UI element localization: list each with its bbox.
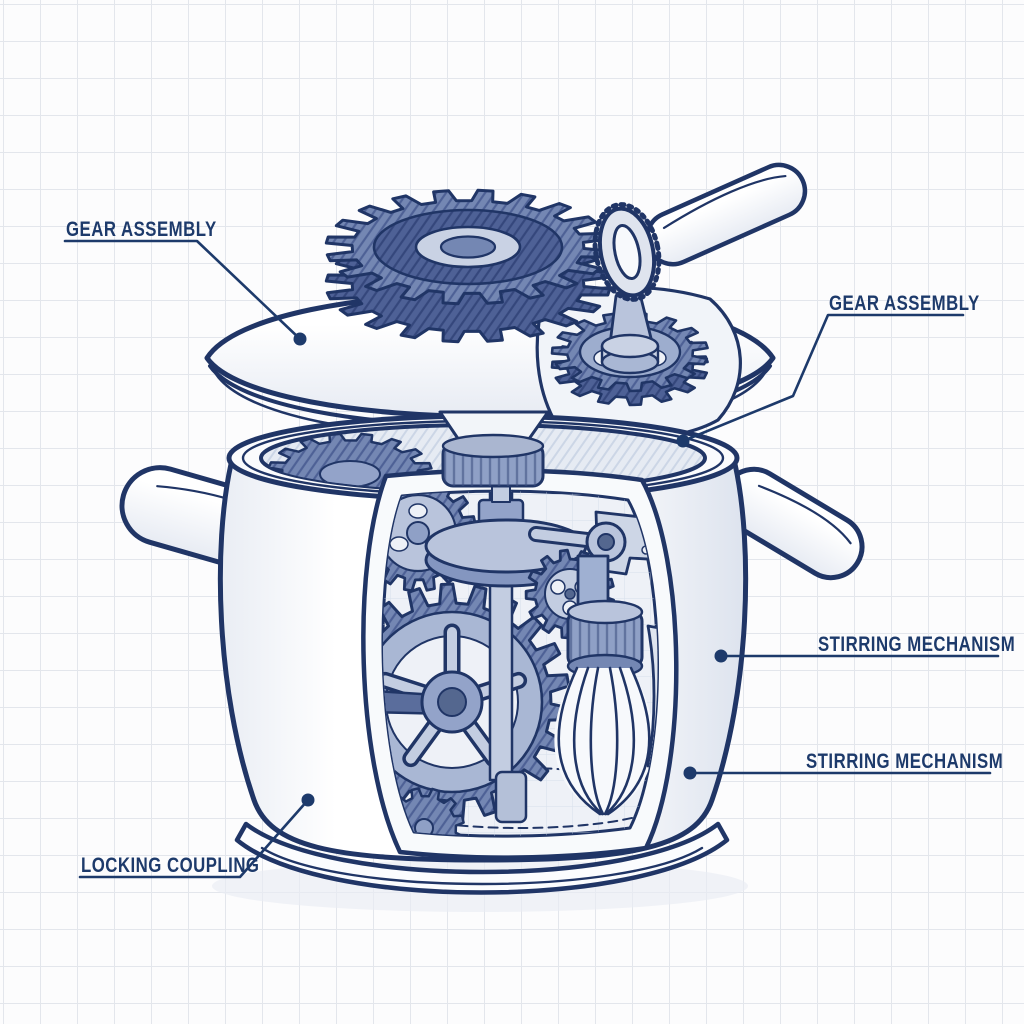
- whisk: [554, 666, 654, 816]
- locking-coupler: [438, 410, 550, 503]
- label-locking-coupling: LOCKING COUPLING: [81, 854, 259, 878]
- leader-gear-assembly-right: [681, 313, 965, 443]
- leader-dot: [676, 434, 690, 448]
- pot-base-inner-line: [260, 846, 704, 886]
- pot-lid-group: [204, 162, 808, 442]
- leader-dot: [293, 332, 307, 346]
- pot-group: [119, 410, 865, 895]
- lid-handle: [644, 162, 808, 267]
- label-text: GEAR ASSEMBLY: [66, 218, 217, 241]
- label-text: STIRRING MECHANISM: [806, 750, 1004, 773]
- label-stirring-mechanism-lower: STIRRING MECHANISM: [806, 750, 1003, 774]
- stirring-mechanism-interior: [382, 491, 658, 837]
- lid-crank-ring: [592, 202, 662, 302]
- label-gear-assembly-right: GEAR ASSEMBLY: [829, 292, 980, 316]
- label-text: LOCKING COUPLING: [81, 854, 260, 877]
- leader-gear-assembly-left: [63, 239, 302, 341]
- label-text: GEAR ASSEMBLY: [829, 292, 980, 315]
- whisk-collar: [566, 599, 644, 679]
- leader-lines: [63, 239, 1000, 879]
- shaft-foot: [494, 770, 528, 824]
- label-stirring-mechanism-upper: STIRRING MECHANISM: [818, 633, 1015, 657]
- leader-locking-coupling: [78, 798, 310, 879]
- label-gear-assembly-left: GEAR ASSEMBLY: [66, 218, 217, 242]
- leader-dot: [714, 649, 728, 663]
- lid-gear-large-bore: [439, 235, 497, 259]
- label-text: STIRRING MECHANISM: [818, 633, 1016, 656]
- crank-base-top: [600, 333, 660, 359]
- leader-dot: [301, 793, 315, 807]
- leader-dot: [683, 766, 697, 780]
